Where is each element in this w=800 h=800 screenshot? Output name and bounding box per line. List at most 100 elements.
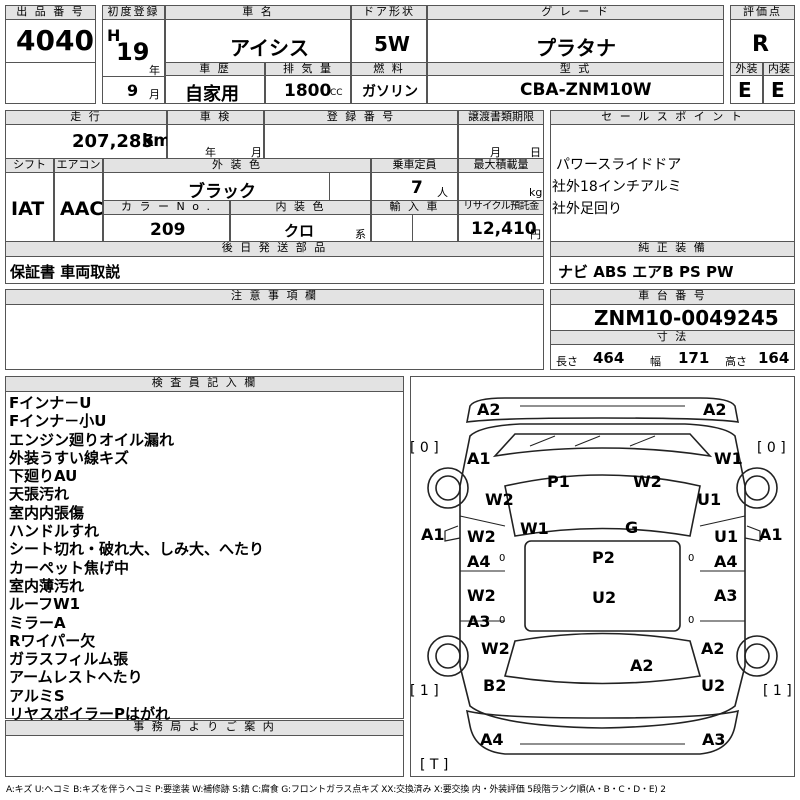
score-cell	[730, 19, 795, 63]
shift-value: IAT	[11, 198, 45, 220]
recycle-value: 12,410	[471, 219, 537, 239]
int-grade-value: E	[771, 78, 785, 102]
spare-tire: [ T ]	[420, 757, 449, 773]
first-reg-header: 初度登録	[102, 5, 165, 20]
reg-no-header: 登 録 番 号	[264, 110, 458, 125]
sales-point-item: 社外18インチアルミ	[552, 179, 682, 195]
zero-mark: 0	[688, 553, 695, 564]
inspector-item: 室内薄汚れ	[9, 576, 85, 595]
color-no-header: カ ラ ー N o .	[103, 200, 230, 215]
later-parts-value: 保証書 車両取説	[10, 263, 121, 281]
transfer-cell	[458, 124, 544, 159]
transfer-day-unit: 日	[530, 146, 541, 159]
damage-mark: P2	[592, 548, 615, 567]
reg-month: 9	[127, 81, 139, 100]
inspector-item: シート切れ・破れ大、しみ大、へたり	[9, 540, 265, 559]
color-no-value: 209	[150, 220, 186, 240]
year-unit: 年	[149, 64, 160, 77]
ext-color-header: 外 装 色	[103, 158, 371, 173]
damage-mark: W1	[520, 519, 549, 538]
int-color-value: クロ	[284, 222, 315, 240]
length-label: 長さ	[556, 355, 578, 368]
damage-mark: A2	[630, 656, 654, 675]
aircon-header: エアコン	[54, 158, 103, 173]
month-unit: 月	[149, 88, 160, 101]
office-cell	[5, 735, 404, 777]
length-value: 464	[593, 349, 625, 367]
inspector-header: 検 査 員 記 入 欄	[5, 376, 404, 392]
damage-mark: U2	[701, 676, 726, 695]
inspector-item: Fインナ－U	[9, 394, 92, 412]
history-value: 自家用	[185, 84, 239, 105]
damage-mark: U1	[697, 490, 722, 509]
first-reg-divider	[102, 76, 165, 77]
model-cell	[427, 75, 724, 104]
inspector-item: エンジン廻りオイル漏れ	[9, 430, 175, 449]
damage-legend: A:キズ U:ヘコミ B:キズを伴うヘコミ P:要塗装 W:補修跡 S:錆 C:…	[6, 785, 666, 795]
lot-header: 出 品 番 号	[5, 5, 96, 20]
damage-mark: A4	[467, 552, 491, 571]
ext-grade-value: E	[738, 78, 752, 102]
capacity-unit: 人	[437, 186, 448, 199]
inspector-item: ミラーA	[9, 613, 66, 632]
sales-point-item: 社外足回り	[552, 201, 622, 217]
max-load-cell	[458, 172, 544, 201]
lot-blank	[5, 62, 96, 104]
height-value: 164	[758, 349, 790, 367]
sales-point-item: パワースライドドア	[556, 157, 682, 173]
inspector-item: 天張汚れ	[9, 485, 70, 504]
later-parts-cell	[5, 256, 544, 284]
tire-rear-left: [ 1 ]	[410, 683, 439, 699]
damage-mark: A3	[702, 730, 726, 749]
later-parts-header: 後 日 発 送 部 品	[5, 241, 544, 257]
dims-cell	[550, 344, 795, 370]
grade-value: プラタナ	[536, 36, 616, 60]
inspection-year-unit: 年	[205, 146, 216, 159]
inspector-item: アームレストへたり	[9, 668, 143, 687]
capacity-header: 乗車定員	[371, 158, 458, 173]
lot-number: 4040	[16, 24, 94, 57]
inspector-cell	[5, 391, 404, 719]
int-grade-cell	[763, 75, 795, 104]
max-load-unit: kg	[529, 186, 543, 199]
int-color-header: 内 装 色	[230, 200, 371, 215]
recycle-cell	[458, 214, 544, 242]
int-color-cell	[230, 214, 371, 242]
options-header: 純 正 装 備	[550, 241, 795, 257]
int-grade-header: 内装	[763, 62, 795, 76]
fuel-value: ガソリン	[362, 84, 418, 100]
car-name: アイシス	[230, 36, 309, 60]
inspector-item: ルーフW1	[9, 595, 81, 614]
damage-mark: B2	[483, 676, 507, 695]
damage-mark: G	[625, 518, 639, 537]
score-header: 評価点	[730, 5, 795, 20]
zero-mark: 0	[499, 615, 506, 626]
damage-mark: W2	[467, 586, 496, 605]
model-code: CBA-ZNM10W	[520, 80, 652, 100]
damage-mark: A1	[421, 525, 445, 544]
displacement-value: 1800	[284, 81, 332, 101]
capacity-cell	[371, 172, 458, 201]
inspector-item: ガラスフィルム張	[9, 650, 129, 669]
inspection-header: 車 検	[167, 110, 264, 125]
width-label: 幅	[650, 355, 661, 368]
car-diagram	[427, 397, 778, 755]
office-header: 事 務 局 よ り ご 案 内	[5, 720, 404, 736]
damage-mark: A1	[759, 525, 783, 544]
model-header: 型 式	[427, 62, 724, 76]
inspector-item: 室内内張傷	[9, 503, 85, 522]
notes-header: 注 意 事 項 欄	[5, 289, 544, 305]
chassis-value: ZNM10-0049245	[594, 306, 779, 330]
width-value: 171	[678, 349, 710, 367]
sales-points-header: セ ー ル ス ポ イ ン ト	[550, 110, 795, 125]
capacity-value: 7	[411, 178, 423, 198]
mileage-value: 207,285	[72, 131, 154, 152]
inspector-item: 下廻りAU	[9, 467, 78, 486]
transfer-month-unit: 月	[490, 146, 501, 159]
ext-grade-cell	[730, 75, 763, 104]
displacement-unit: CC	[330, 88, 343, 98]
damage-mark: A2	[703, 400, 727, 419]
mileage-header: 走 行	[5, 110, 167, 125]
lot-cell	[5, 19, 96, 63]
ext-color-value: ブラック	[188, 182, 256, 202]
